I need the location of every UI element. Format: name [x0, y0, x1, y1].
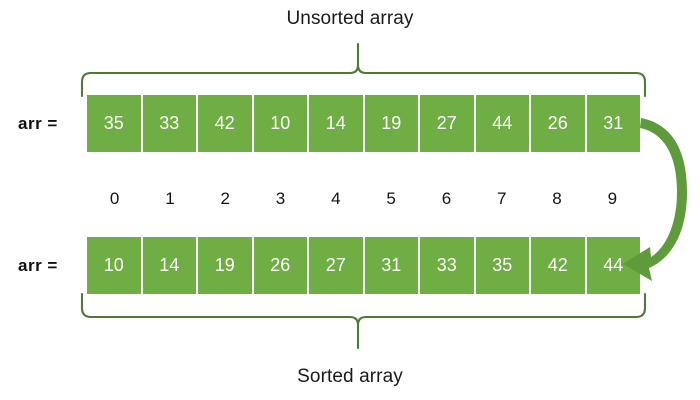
index-label: 5: [386, 189, 396, 208]
array-cell: 26: [531, 95, 587, 152]
array-cell: 44: [475, 95, 531, 152]
array-cell: 42: [531, 237, 587, 294]
arr-label-unsorted: arr =: [18, 114, 58, 133]
index-label: 0: [109, 189, 120, 208]
index-row: 0 1 2 3 4 5 6 7 8 9: [87, 186, 640, 212]
array-cell: 27: [309, 237, 365, 294]
array-cell: 10: [253, 95, 309, 152]
index-label: 1: [165, 189, 175, 208]
index-label: 7: [496, 189, 507, 208]
array-cell: 31: [364, 237, 420, 294]
bottom-brace: [80, 292, 647, 350]
array-cell: 27: [420, 95, 476, 152]
array-cell: 33: [142, 95, 198, 152]
array-cell: 14: [309, 95, 365, 152]
sorted-array-caption: Sorted array: [297, 366, 403, 387]
index-label: 6: [441, 189, 452, 208]
array-cell: 19: [364, 95, 420, 152]
array-cell: 35: [87, 95, 143, 152]
array-cell: 42: [198, 95, 254, 152]
array-cell: 35: [475, 237, 531, 294]
sorted-array-row: 10 14 19 26 27 31 33 35 42 44: [87, 237, 640, 294]
unsorted-array-row: 35 33 42 10 14 19 27 44 26 31: [87, 95, 640, 152]
array-cell: 14: [142, 237, 198, 294]
index-label: 9: [607, 189, 618, 208]
array-cell: 44: [586, 237, 640, 294]
arr-label-sorted: arr =: [18, 256, 58, 275]
index-label: 2: [220, 189, 230, 208]
unsorted-array-caption: Unsorted array: [286, 8, 414, 29]
array-cell: 31: [586, 95, 640, 152]
array-cell: 33: [420, 237, 476, 294]
array-cell: 19: [198, 237, 254, 294]
index-label: 3: [275, 189, 286, 208]
index-label: 4: [331, 189, 341, 208]
array-cell: 10: [87, 237, 143, 294]
index-label: 8: [552, 189, 562, 208]
array-cell: 26: [253, 237, 309, 294]
top-brace: [80, 42, 647, 98]
